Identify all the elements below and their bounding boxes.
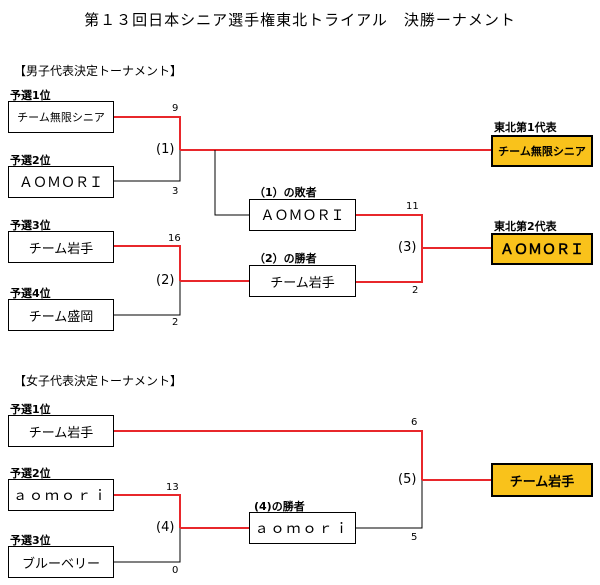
line-w-s1 (113, 430, 423, 480)
women-seed1-label: 予選1位 (10, 403, 51, 416)
line-m-m3-bottom (355, 248, 423, 283)
women-winner4-team: ａｏｍｏｒｉ (249, 512, 356, 544)
women-seed1-team: チーム岩手 (8, 415, 114, 447)
women-match4-score-top: 13 (166, 482, 179, 493)
men-match1-label: (1) (156, 142, 175, 157)
women-match4-label: (4) (156, 520, 175, 535)
women-match5-score-bottom: 5 (411, 532, 418, 543)
men-match3-label: (3) (398, 240, 417, 255)
men-seed1-label: 予選1位 (10, 89, 51, 102)
women-match5-label: (5) (398, 472, 417, 487)
men-rep2-label: 東北第2代表 (494, 220, 557, 233)
men-match2-label: (2) (156, 273, 175, 288)
line-m-m3-top (355, 214, 423, 248)
line-w-s3 (113, 528, 181, 563)
women-seed3-team: ブルーベリー (8, 546, 114, 578)
men-match1-score-top: 9 (172, 103, 179, 114)
women-match5-score-top: 6 (411, 417, 418, 428)
men-match2-score-top: 16 (168, 233, 181, 244)
men-match2-score-bottom: 2 (172, 317, 179, 328)
men-seed4-team: チーム盛岡 (8, 299, 114, 331)
men-seed4-label: 予選4位 (10, 287, 51, 300)
women-rep-team: チーム岩手 (491, 463, 593, 497)
men-section-heading: 【男子代表決定トーナメント】 (14, 64, 183, 78)
line-m-s2 (113, 150, 181, 182)
line-m-s1 (113, 116, 181, 150)
men-loser1-label: （1）の敗者 (254, 186, 317, 199)
men-seed3-label: 予選3位 (10, 219, 51, 232)
men-seed1-team: チーム無限シニア (8, 101, 114, 133)
men-rep1-label: 東北第1代表 (494, 121, 557, 134)
women-seed2-label: 予選2位 (10, 467, 51, 480)
line-m-s3 (113, 245, 181, 281)
line-m-loser1 (214, 150, 250, 216)
page-title: 第１３回日本シニア選手権東北トライアル 決勝ーナメント (84, 11, 516, 29)
line-w-m5-bottom (355, 480, 423, 529)
line-m-s4 (113, 281, 181, 316)
women-winner4-label: (4)の勝者 (254, 500, 305, 513)
women-seed3-label: 予選3位 (10, 534, 51, 547)
men-seed3-team: チーム岩手 (8, 231, 114, 263)
women-seed2-team: ａｏｍｏｒｉ (8, 479, 114, 511)
men-winner2-label: （2）の勝者 (254, 252, 317, 265)
men-match3-score-top: 11 (406, 201, 419, 212)
women-section-heading: 【女子代表決定トーナメント】 (14, 374, 183, 388)
men-loser1-team: ＡＯＭＯＲＩ (249, 199, 356, 231)
men-match1-score-bottom: 3 (172, 186, 179, 197)
women-match4-score-bottom: 0 (172, 565, 179, 576)
men-seed2-team: ＡＯＭＯＲＩ (8, 166, 114, 198)
men-seed2-label: 予選2位 (10, 154, 51, 167)
line-w-s2 (113, 494, 181, 528)
men-rep2-team: ＡＯＭＯＲＩ (491, 233, 593, 265)
men-rep1-team: チーム無限シニア (491, 135, 593, 167)
men-match3-score-bottom: 2 (412, 285, 419, 296)
men-winner2-team: チーム岩手 (249, 265, 356, 297)
